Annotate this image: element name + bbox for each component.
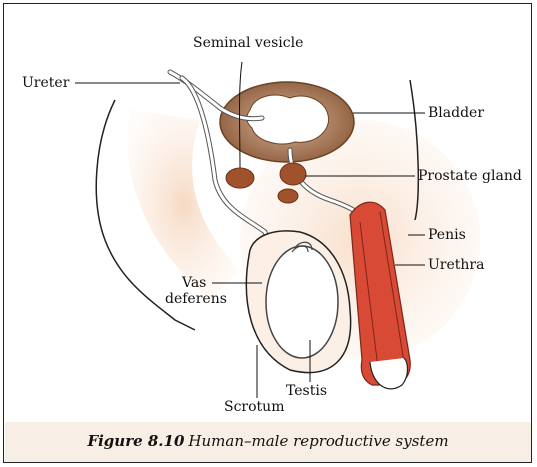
- label-urethra: Urethra: [428, 258, 484, 272]
- label-penis: Penis: [428, 228, 466, 242]
- label-testis: Testis: [286, 384, 327, 398]
- prostate-gland-organ: [280, 163, 306, 185]
- label-seminal-vesicle: Seminal vesicle: [193, 36, 303, 50]
- label-deferens: deferens: [165, 292, 227, 306]
- testis-organ: [266, 246, 338, 358]
- figure-number: Figure 8.10: [87, 432, 184, 450]
- label-prostate-gland: Prostate gland: [418, 169, 522, 183]
- bulbourethral-gland: [278, 189, 298, 203]
- label-bladder: Bladder: [428, 106, 484, 120]
- figure-caption-text: Human–male reproductive system: [188, 432, 448, 450]
- label-scrotum: Scrotum: [224, 400, 284, 414]
- label-vas: Vas: [182, 276, 206, 290]
- label-ureter: Ureter: [22, 76, 69, 90]
- body-shading: [128, 110, 240, 300]
- seminal-vesicle-organ: [226, 168, 254, 188]
